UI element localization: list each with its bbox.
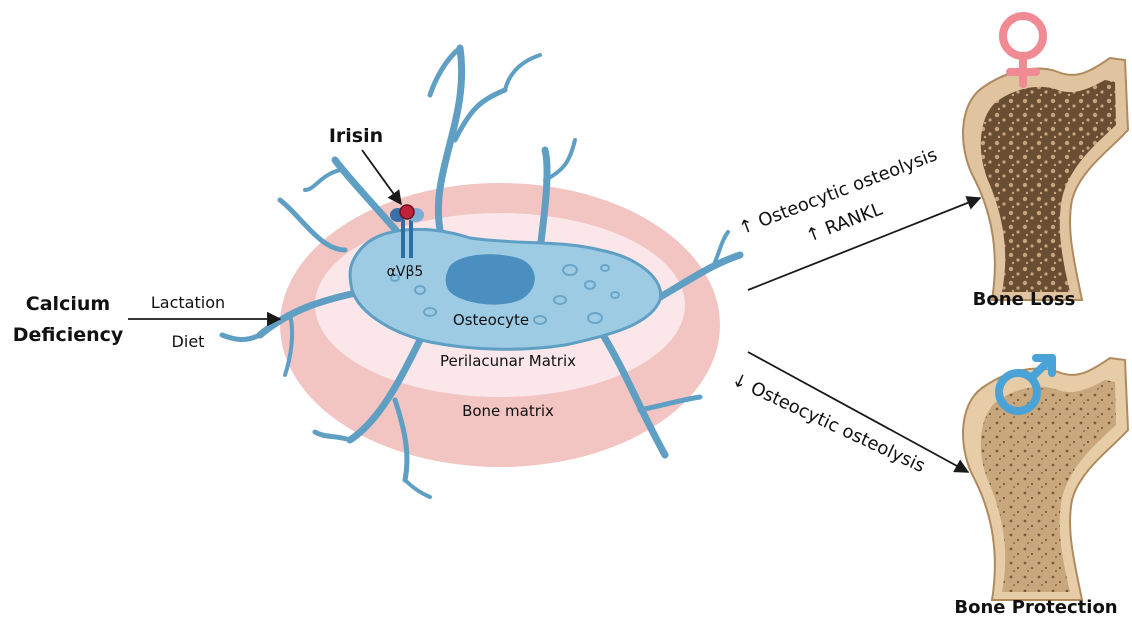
irisin-molecule (400, 205, 414, 219)
lactation-label: Lactation (151, 293, 225, 312)
osteocyte-nucleus (446, 254, 535, 304)
irisin-label: Irisin (329, 125, 383, 147)
bone-protection-label: Bone Protection (954, 597, 1117, 618)
perilacunar-label: Perilacunar Matrix (440, 352, 576, 370)
bone-protection-femur (963, 358, 1128, 600)
receptor-label: αVβ5 (387, 264, 424, 280)
male-path-line1: ↓ Osteocytic osteolysis (728, 369, 928, 477)
calcium-label-line1: Calcium (26, 293, 110, 315)
diet-label: Diet (172, 332, 205, 351)
bone-loss-femur (963, 58, 1128, 300)
female-symbol-icon (1003, 16, 1043, 84)
calcium-label-line2: Deficiency (13, 324, 124, 346)
bone-matrix-label: Bone matrix (462, 402, 554, 420)
osteocyte-label: Osteocyte (453, 311, 529, 329)
bone-loss-label: Bone Loss (973, 289, 1076, 310)
